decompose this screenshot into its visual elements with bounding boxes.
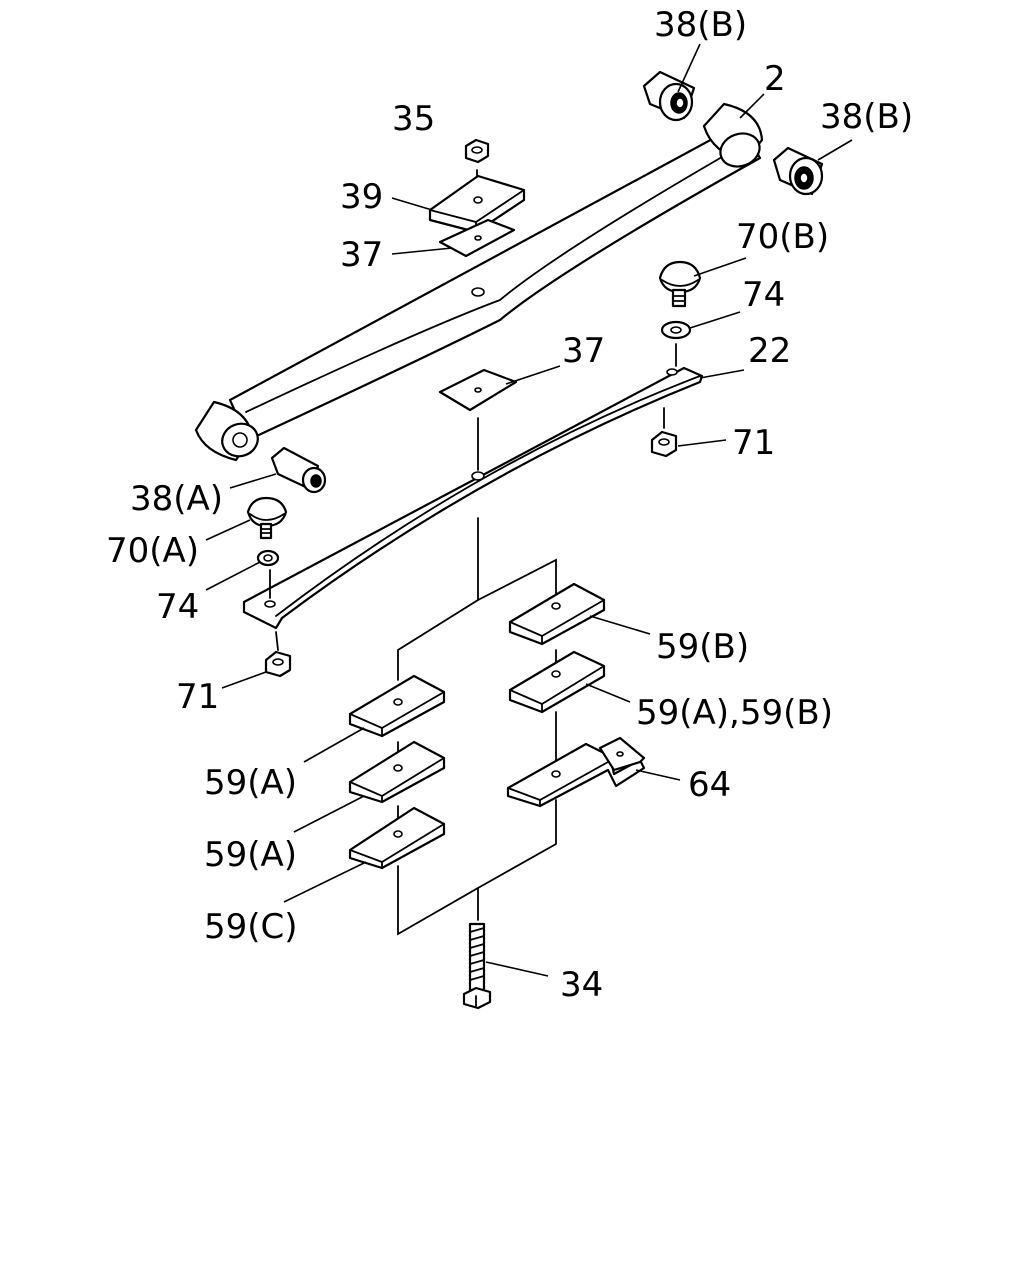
callout-39: 39 xyxy=(340,177,383,217)
washer-74-right xyxy=(660,320,692,340)
callout-71-left: 71 xyxy=(176,677,219,717)
leader-lines xyxy=(205,43,853,977)
washer-74-left xyxy=(256,549,280,567)
spacer-59ab xyxy=(508,650,606,714)
callout-59b: 59(B) xyxy=(656,627,749,667)
callout-71-right: 71 xyxy=(732,423,775,463)
main-leaf-spring xyxy=(228,122,762,442)
callout-70a: 70(A) xyxy=(106,531,199,571)
callout-59c: 59(C) xyxy=(204,907,298,947)
bracket-64 xyxy=(506,736,646,808)
callout-38a: 38(A) xyxy=(130,479,223,519)
bushing-38a xyxy=(270,446,327,494)
bushing-38b-right xyxy=(772,146,824,196)
nut-71-left xyxy=(264,650,292,678)
pad-37-mid xyxy=(438,368,518,412)
callout-34: 34 xyxy=(560,965,603,1005)
center-bolt-34 xyxy=(462,922,492,1010)
nut-35 xyxy=(464,138,490,164)
callout-38b-top: 38(B) xyxy=(654,5,747,45)
spacer-59b-top xyxy=(508,582,606,646)
callout-35: 35 xyxy=(392,99,435,139)
helper-leaf-22 xyxy=(242,366,704,630)
bushing-38b-top xyxy=(642,70,696,122)
callout-74-right: 74 xyxy=(742,275,785,315)
bolt-70a xyxy=(246,496,288,540)
spring-eye-rear xyxy=(702,102,764,168)
callout-labels: 38(B) 2 38(B) 35 39 37 70(B) 74 37 22 71… xyxy=(106,5,913,1005)
callout-37-mid: 37 xyxy=(562,331,605,371)
bolt-70b xyxy=(658,260,702,308)
plate-39 xyxy=(428,174,526,234)
callout-2: 2 xyxy=(764,59,786,99)
callout-59ab: 59(A),59(B) xyxy=(636,693,833,733)
callout-74-left: 74 xyxy=(156,587,199,627)
callout-37-top: 37 xyxy=(340,235,383,275)
spacer-59a-2 xyxy=(348,740,446,804)
callout-38b-right: 38(B) xyxy=(820,97,913,137)
spacer-59a-1 xyxy=(348,674,446,738)
callout-70b: 70(B) xyxy=(736,217,829,257)
spring-eye-front xyxy=(194,400,259,462)
callout-59a-2: 59(A) xyxy=(204,835,297,875)
nut-71-right xyxy=(650,430,678,458)
pad-37-top xyxy=(438,218,516,258)
callout-22: 22 xyxy=(748,331,791,371)
callout-64: 64 xyxy=(688,765,731,805)
callout-59a-1: 59(A) xyxy=(204,763,297,803)
assembly-lines xyxy=(397,517,557,936)
spacer-59c xyxy=(348,806,446,870)
